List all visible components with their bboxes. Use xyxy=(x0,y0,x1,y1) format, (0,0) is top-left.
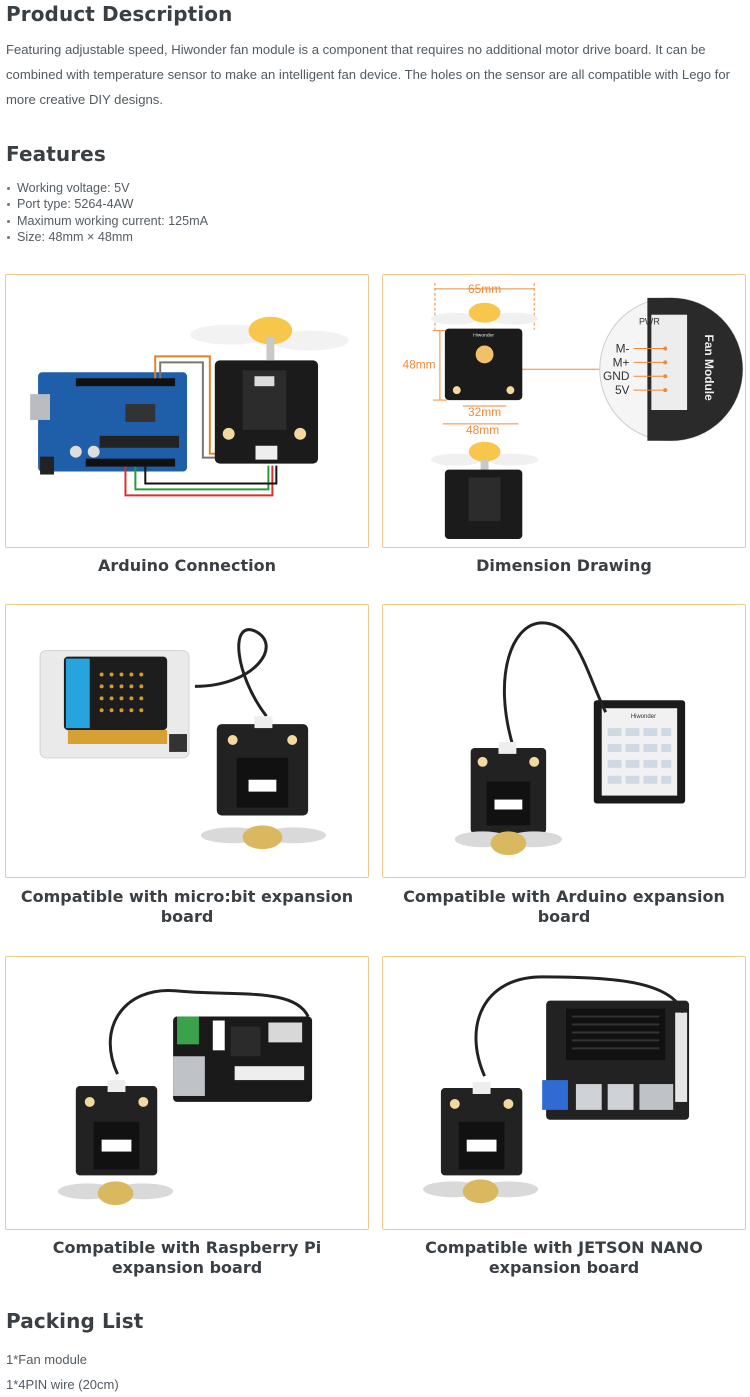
caption-arduino-expansion-compat: Compatible with Arduino expansion board xyxy=(403,887,725,926)
dimension-board-width-label: 48mm xyxy=(466,423,499,437)
arduino-expansion-compat-image: Hiwonder xyxy=(382,604,746,878)
product-description-text: Featuring adjustable speed, Hiwonder fan… xyxy=(6,42,730,107)
caption-jetson-nano-compat: Compatible with JETSON NANO expansion bo… xyxy=(425,1238,703,1277)
pin-label: 5V xyxy=(615,383,630,397)
feature-item: Port type: 5264-4AW xyxy=(6,196,208,212)
dimension-hole-spacing-label: 32mm xyxy=(468,405,501,419)
packing-item: 1*Fan module xyxy=(6,1352,87,1367)
dimension-height-label: 48mm xyxy=(403,357,436,371)
caption-microbit-compat: Compatible with micro:bit expansion boar… xyxy=(20,887,354,926)
dimension-width-label: 65mm xyxy=(468,282,501,296)
packing-list-heading: Packing List xyxy=(6,1309,144,1333)
packing-list: 1*Fan module 1*4PIN wire (20cm) xyxy=(6,1347,119,1397)
connector-label: PWR xyxy=(639,317,660,327)
jetson-nano-compat-illustration xyxy=(423,975,690,1204)
pin-label: M+ xyxy=(613,355,630,369)
features-list: Working voltage: 5V Port type: 5264-4AW … xyxy=(6,180,208,246)
caption-dimension-drawing: Dimension Drawing xyxy=(476,556,652,575)
callout-module-label: Fan Module xyxy=(702,335,716,402)
feature-item: Working voltage: 5V xyxy=(6,180,208,196)
caption-raspberry-pi-compat: Compatible with Raspberry Pi expansion b… xyxy=(52,1238,322,1277)
dimension-drawing-image: 65mm 48mm 32mm 48mm Hiwonder PWR xyxy=(382,274,746,548)
microbit-compat-illustration xyxy=(39,628,326,850)
pin-label: GND xyxy=(603,369,630,383)
raspberry-pi-compat-image xyxy=(5,956,369,1230)
dimension-drawing-illustration: 65mm 48mm 32mm 48mm Hiwonder PWR xyxy=(403,282,744,540)
features-heading: Features xyxy=(6,142,106,166)
feature-item: Maximum working current: 125mA xyxy=(6,213,208,229)
board-brand-text: Hiwonder xyxy=(473,333,494,339)
arduino-expansion-compat-illustration: Hiwonder xyxy=(454,621,686,856)
product-description-heading: Product Description xyxy=(6,2,233,26)
expansion-board-brand-text: Hiwonder xyxy=(631,714,656,720)
jetson-nano-compat-image xyxy=(382,956,746,1230)
packing-item: 1*4PIN wire (20cm) xyxy=(6,1377,119,1392)
feature-item: Size: 48mm × 48mm xyxy=(6,229,208,245)
pin-label: M- xyxy=(616,341,630,355)
caption-arduino-connection: Arduino Connection xyxy=(98,556,276,575)
arduino-connection-illustration xyxy=(30,316,349,497)
microbit-compat-image xyxy=(5,604,369,878)
raspberry-pi-compat-illustration xyxy=(57,989,313,1206)
arduino-connection-image xyxy=(5,274,369,548)
